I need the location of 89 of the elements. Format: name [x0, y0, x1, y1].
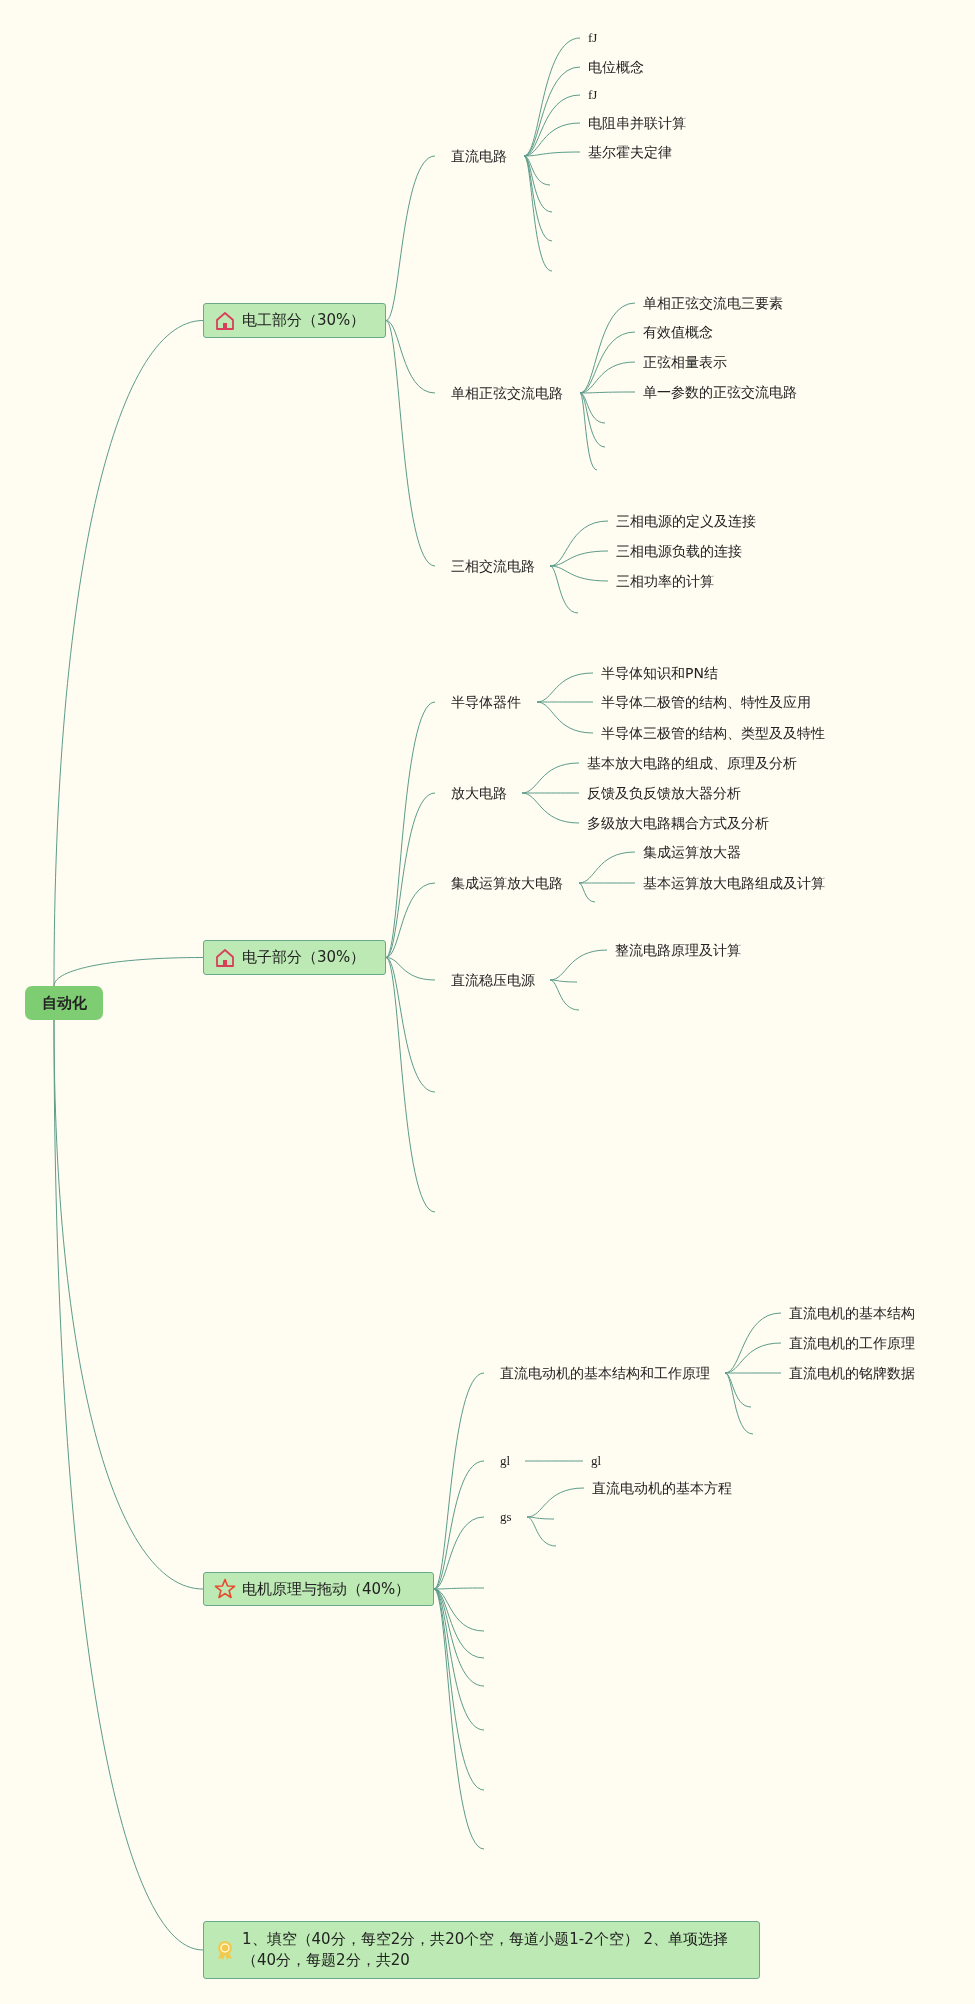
topic-label: 半导体器件 — [435, 695, 537, 709]
topic-label: 整流电路原理及计算 — [607, 943, 741, 957]
branch-line — [578, 882, 596, 903]
branch-line — [385, 792, 436, 958]
topic-label: 电阻串并联计算 — [580, 116, 686, 130]
branch-line — [579, 391, 636, 394]
topic-label: gl — [484, 1454, 525, 1468]
branch-line — [526, 1516, 557, 1547]
branch-line — [526, 1516, 555, 1520]
branch-line — [523, 151, 581, 157]
topic-label: 集成运算放大电路 — [435, 876, 579, 890]
topic-label: 1、填空（40分，每空2分，共20个空，每道小题1-2个空） 2、单项选择（40分，每题2分，共20 — [242, 1929, 730, 1971]
topic-label: 单相正弦交流电路 — [435, 386, 580, 400]
branch-line — [433, 1587, 485, 1590]
topic-label: 直流电路 — [435, 149, 524, 163]
topic-label: 半导体知识和PN结 — [593, 666, 718, 680]
topic-box — [203, 1921, 760, 1979]
branch-line — [385, 882, 436, 958]
branch-line — [385, 957, 436, 981]
topic-label: fJ — [580, 88, 598, 102]
branch-line — [521, 792, 580, 794]
branch-line — [549, 565, 609, 582]
branch-line — [433, 1588, 485, 1850]
branch-line — [579, 392, 606, 448]
branch-line — [53, 1019, 204, 1951]
branch-line — [579, 392, 606, 424]
topic-label: 多级放大电路耦合方式及分析 — [579, 816, 769, 830]
topic-box — [203, 1572, 434, 1606]
branch-line — [53, 957, 204, 987]
branch-line — [385, 957, 436, 1093]
branch-line — [724, 1372, 782, 1374]
topic-label: 有效值概念 — [635, 325, 713, 339]
branch-line — [536, 701, 594, 734]
branch-line — [549, 979, 578, 983]
topic-label: 三相交流电路 — [435, 559, 550, 573]
branch-line — [523, 155, 551, 186]
branch-line — [433, 1372, 485, 1590]
topic-label: 直流电动机的基本结构和工作原理 — [484, 1366, 725, 1380]
branch-line — [524, 1460, 584, 1462]
topic-label: 正弦相量表示 — [635, 355, 727, 369]
topic-label: 直流稳压电源 — [435, 973, 550, 987]
topic-label: 三相功率的计算 — [608, 574, 714, 588]
branch-line — [385, 155, 436, 321]
topic-label: gl — [583, 1454, 602, 1468]
branch-line — [433, 1516, 485, 1590]
branch-line — [385, 320, 436, 567]
topic-label: 单一参数的正弦交流电路 — [635, 385, 797, 399]
topic-label: 基本运算放大电路组成及计算 — [635, 876, 825, 890]
topic-label: 反馈及负反馈放大器分析 — [579, 786, 741, 800]
branch-line — [523, 155, 553, 213]
topic-label: 半导体二极管的结构、特性及应用 — [593, 695, 811, 709]
branch-line — [724, 1372, 754, 1435]
topic-label: 三相电源负载的连接 — [608, 544, 742, 558]
topic-label: 单相正弦交流电三要素 — [635, 296, 783, 310]
topic-label: 电位概念 — [580, 60, 644, 74]
topic-label: 半导体三极管的结构、类型及及特性 — [593, 726, 825, 740]
topic-box — [203, 940, 386, 975]
branch-line — [536, 701, 594, 703]
topic-label: fJ — [580, 31, 598, 45]
topic-label: 集成运算放大器 — [635, 845, 741, 859]
topic-label: 直流电动机的基本方程 — [584, 1481, 732, 1495]
branch-line — [385, 701, 436, 958]
topic-label: 电子部分（30%） — [242, 947, 366, 968]
branch-line — [433, 1588, 485, 1791]
topic-label: 直流电机的工作原理 — [781, 1336, 915, 1350]
branch-line — [385, 957, 436, 1213]
branch-line — [549, 565, 579, 614]
branch-line — [385, 320, 436, 394]
branch-line — [579, 392, 598, 471]
branch-line — [523, 155, 553, 272]
branch-line — [578, 882, 636, 884]
topic-box — [203, 303, 386, 338]
topic-label: 直流电机的基本结构 — [781, 1306, 915, 1320]
topic-label: 基尔霍夫定律 — [580, 145, 672, 159]
topic-label: 电机原理与拖动（40%） — [242, 1578, 411, 1600]
topic-label: 三相电源的定义及连接 — [608, 514, 756, 528]
topic-label: 基本放大电路的组成、原理及分析 — [579, 756, 797, 770]
branch-line — [579, 302, 636, 394]
branch-line — [53, 320, 204, 987]
root-box: 自动化 — [25, 986, 103, 1020]
branch-line — [549, 550, 609, 567]
topic-label: 电工部分（30%） — [242, 310, 366, 331]
topic-label: gs — [484, 1510, 527, 1524]
branch-line — [521, 792, 580, 824]
topic-label: 直流电机的铭牌数据 — [781, 1366, 915, 1380]
branch-line — [724, 1372, 752, 1408]
branch-line — [549, 979, 580, 1011]
branch-line — [523, 66, 581, 157]
topic-label: 放大电路 — [435, 786, 522, 800]
